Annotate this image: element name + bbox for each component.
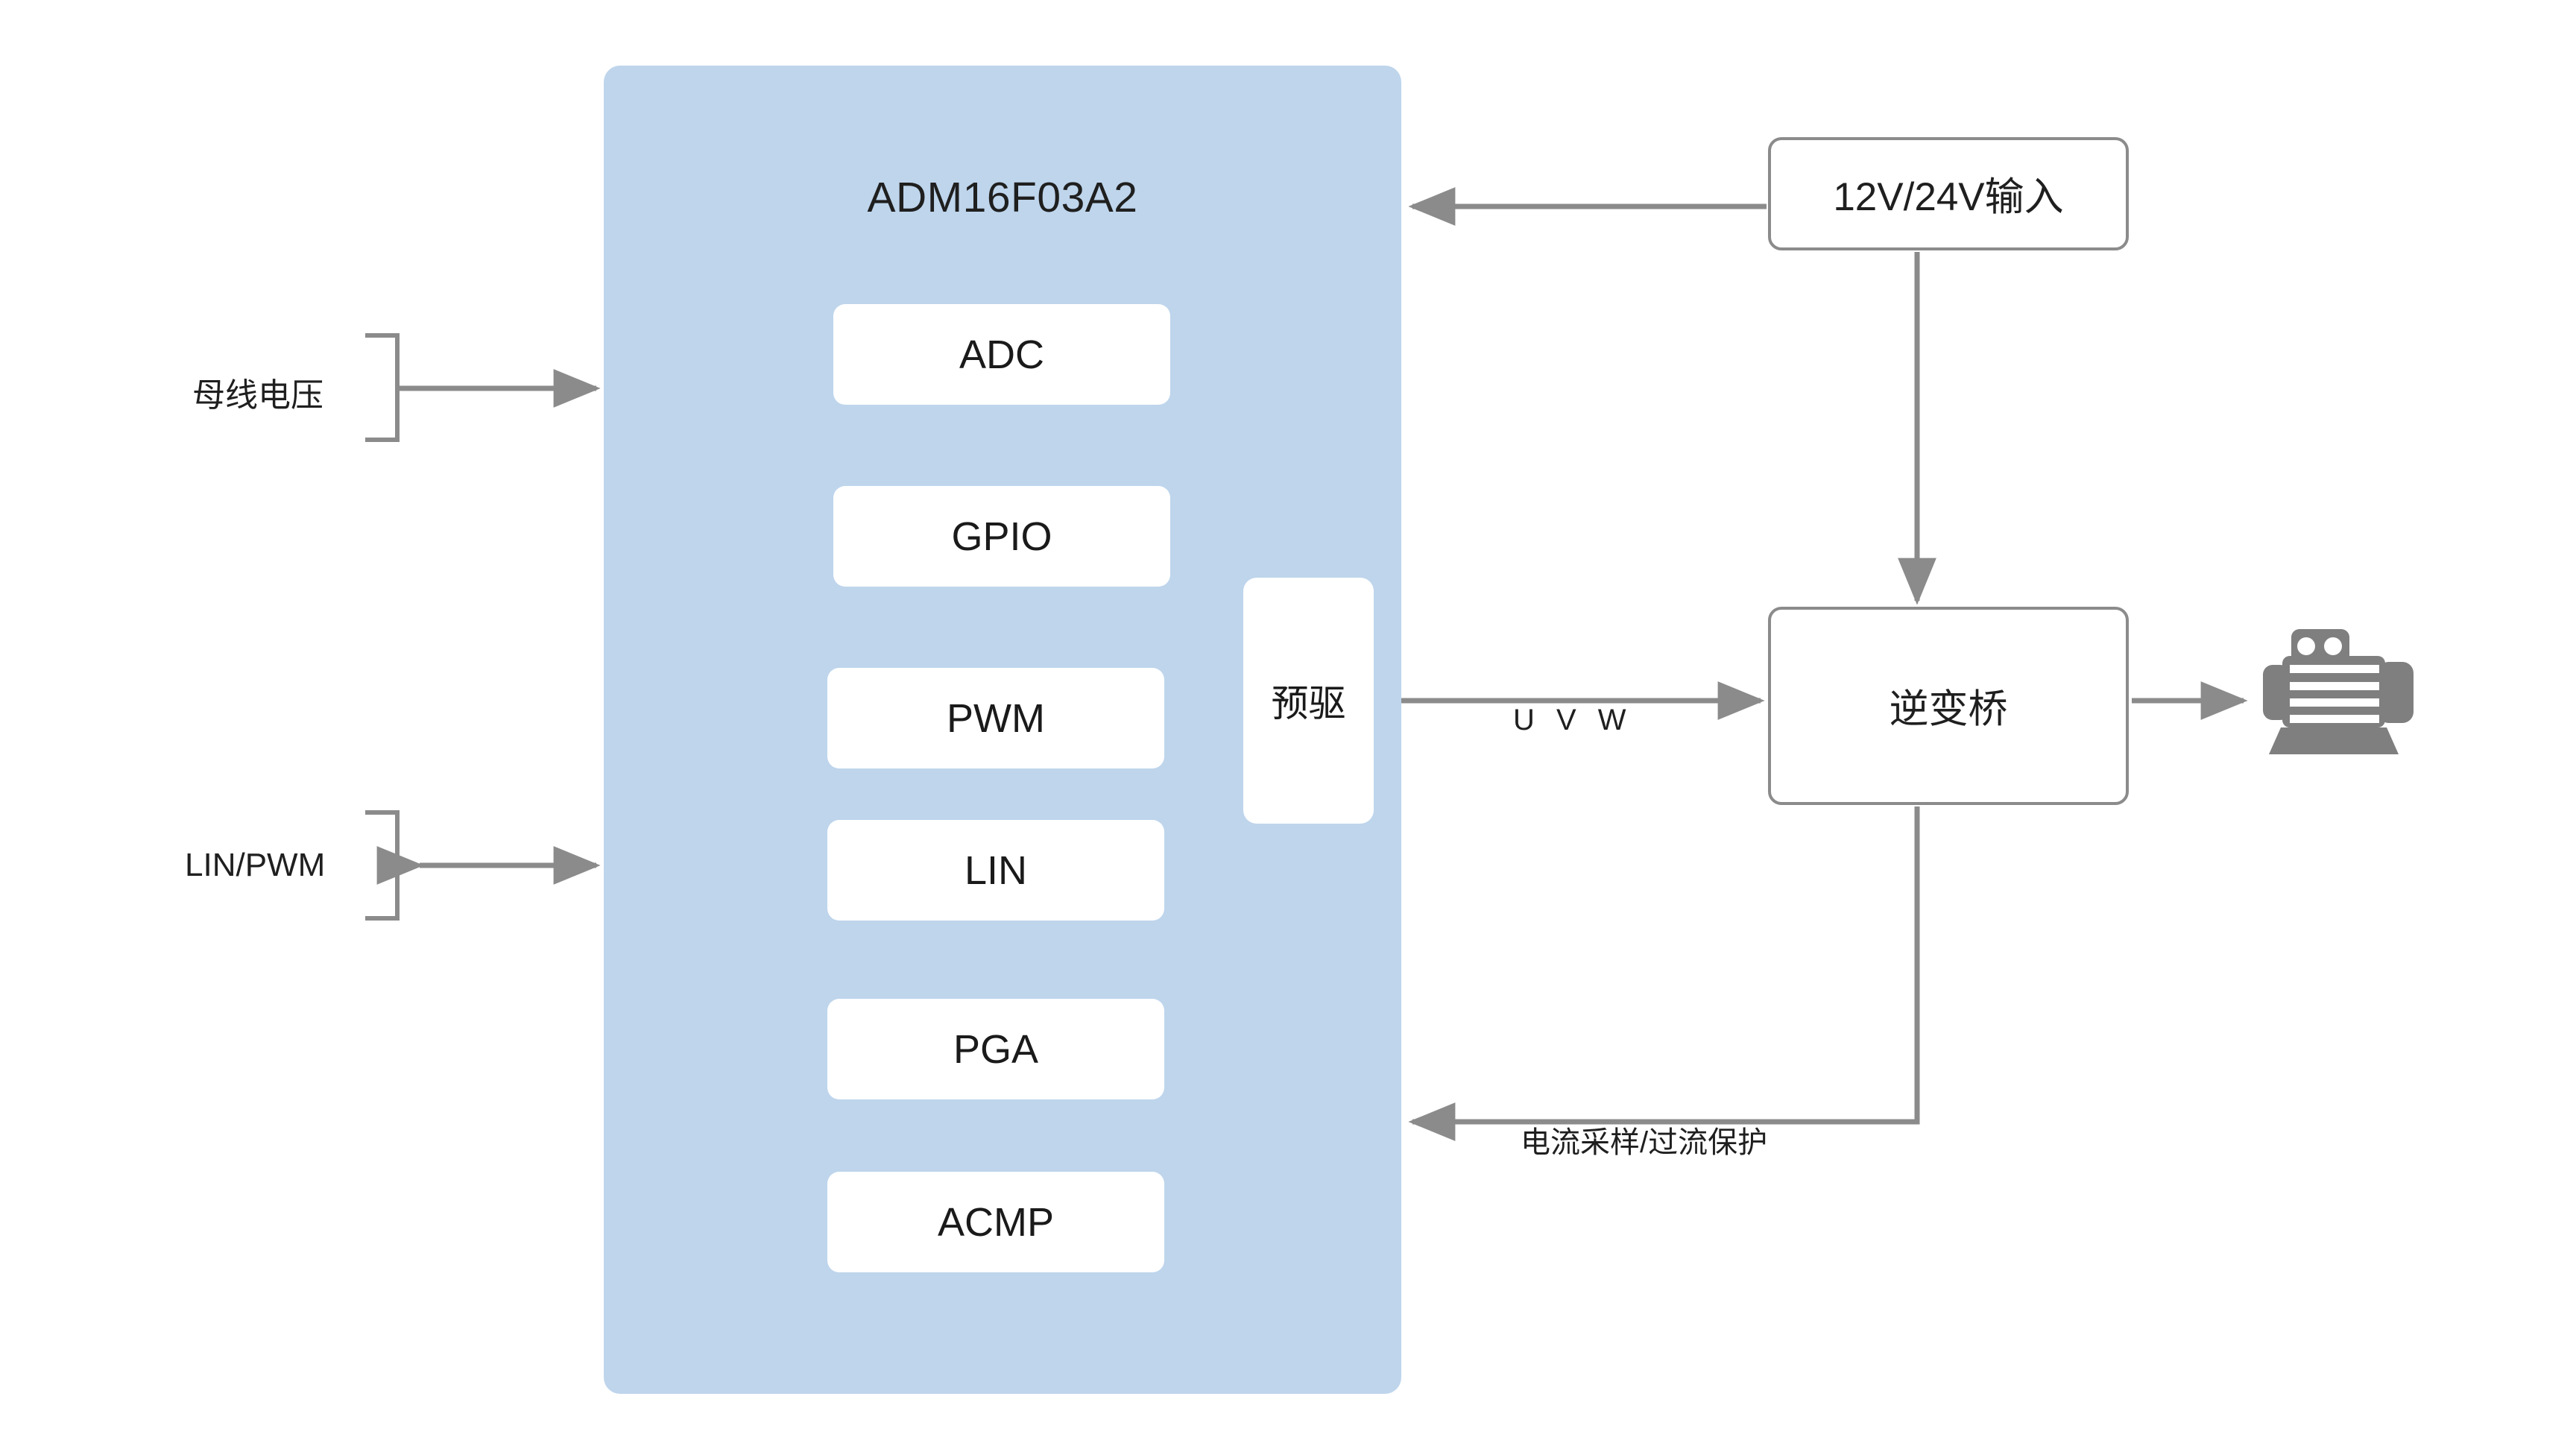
motor-icon: [2263, 629, 2414, 754]
port-label-bus-voltage: 母线电压: [192, 377, 323, 414]
predriver-block[interactable]: 预驱: [1243, 578, 1374, 824]
connection-label-uvw: U V W: [1513, 704, 1633, 736]
peripheral-gpio[interactable]: GPIO: [833, 486, 1170, 587]
connection-label-current-feedback: 电流采样/过流保护: [1521, 1126, 1768, 1159]
port-label-lin-pwm: LIN/PWM: [185, 847, 326, 883]
peripheral-lin[interactable]: LIN: [827, 820, 1164, 921]
peripheral-pga[interactable]: PGA: [827, 999, 1164, 1099]
supply-input-block[interactable]: 12V/24V输入: [1768, 137, 2129, 250]
peripheral-adc[interactable]: ADC: [833, 304, 1170, 405]
peripheral-acmp[interactable]: ACMP: [827, 1172, 1164, 1272]
inverter-bridge-block[interactable]: 逆变桥: [1768, 607, 2129, 805]
wire-current-feedback: [1408, 806, 1920, 1141]
peripheral-pwm[interactable]: PWM: [827, 668, 1164, 768]
wire-lin-pwm: [365, 810, 601, 921]
mcu-title: ADM16F03A2: [867, 174, 1138, 221]
wire-bus-voltage: [365, 333, 601, 442]
